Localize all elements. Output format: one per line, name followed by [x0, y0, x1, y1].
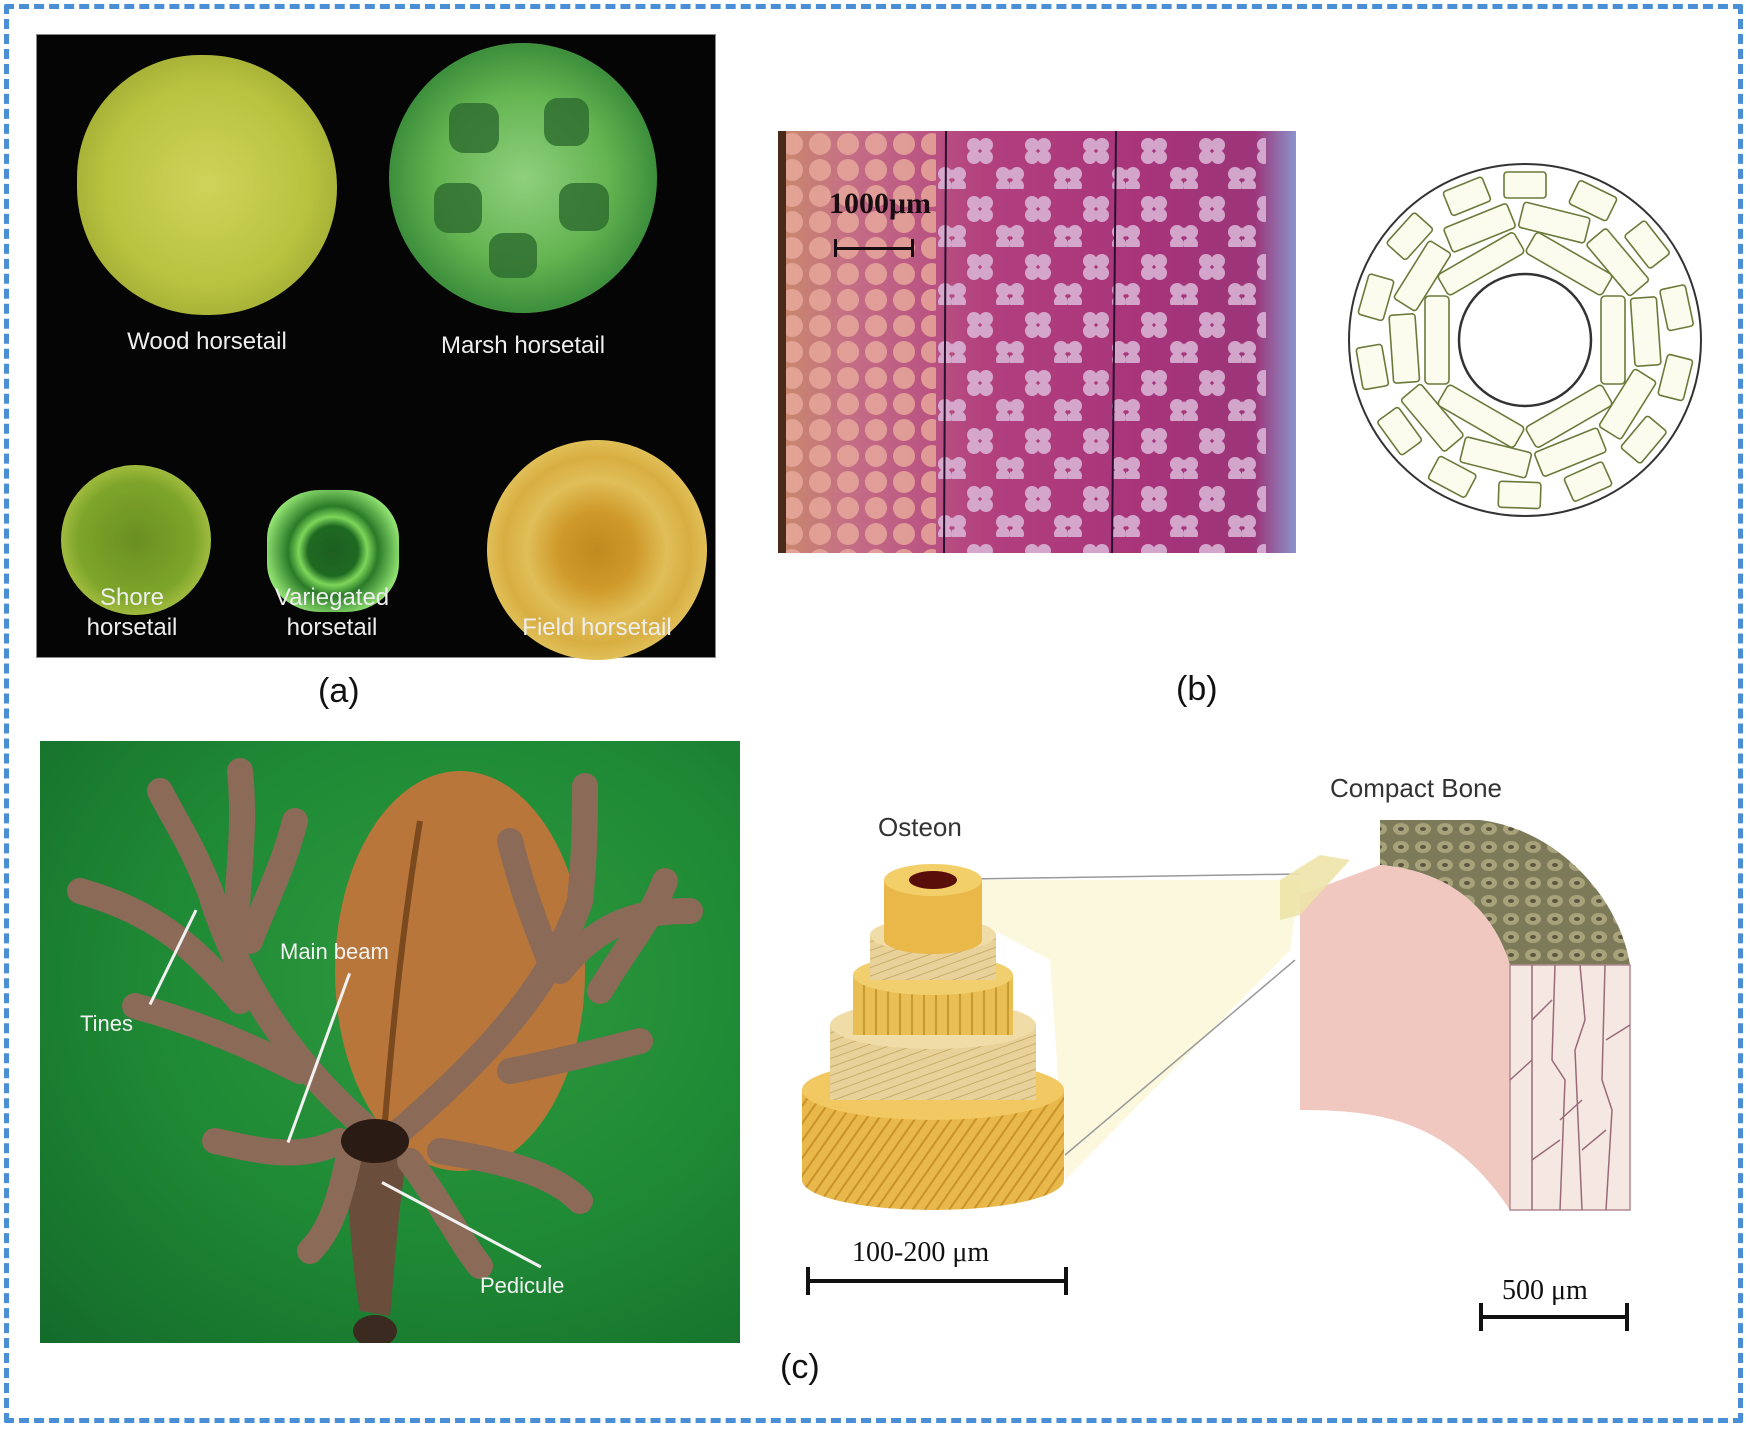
variegated-horsetail-label: Variegated horsetail [274, 584, 390, 641]
scale-bar-tick-left [834, 239, 837, 257]
panel-c-tag: (c) [780, 1348, 820, 1386]
scale-bar-tick-right [911, 239, 914, 257]
panel-a-horsetail-photo: Wood horsetail Marsh horsetail Shore hor… [36, 34, 716, 660]
main-beam-label: Main beam [280, 939, 389, 964]
marsh-horsetail-specimen [389, 43, 657, 313]
shore-horsetail-label: Shore horsetail [86, 584, 178, 641]
tines-label: Tines [80, 1011, 133, 1036]
osteon-diagram [802, 864, 1301, 1210]
compact-bone-diagram [1280, 820, 1631, 1211]
micrograph-scale-bar [834, 247, 914, 250]
field-horsetail-label: Field horsetail [522, 614, 672, 641]
ring-cross-section-diagram [1348, 163, 1702, 517]
variegated-horsetail-specimen [267, 490, 399, 612]
wood-horsetail-specimen [77, 55, 337, 315]
pedicule-label: Pedicule [480, 1273, 565, 1298]
panel-b-tag: (b) [1176, 670, 1218, 708]
panel-b-micrograph: 1000μm [778, 131, 1296, 553]
micrograph-pattern [778, 131, 1266, 553]
shore-horsetail-specimen [61, 465, 211, 615]
wood-horsetail-label: Wood horsetail [127, 328, 287, 355]
figure-dashed-border [4, 4, 1743, 1423]
micrograph-scale-label: 1000μm [829, 187, 931, 220]
field-horsetail-specimen [487, 440, 707, 660]
deer-illustration [67, 758, 703, 1343]
osteon-scale-label: 100-200 μm [852, 1237, 990, 1268]
compact-bone-label: Compact Bone [1330, 773, 1502, 803]
panel-a-tag: (a) [318, 672, 360, 710]
panel-c-deer-antler-photo: Tines Main beam Pedicule [40, 741, 740, 1343]
osteon-label: Osteon [878, 812, 962, 842]
compact-bone-scale-bar [1479, 1303, 1629, 1331]
compact-bone-scale-label: 500 μm [1502, 1275, 1588, 1306]
osteon-scale-bar [806, 1267, 1068, 1295]
marsh-horsetail-label: Marsh horsetail [440, 332, 606, 359]
